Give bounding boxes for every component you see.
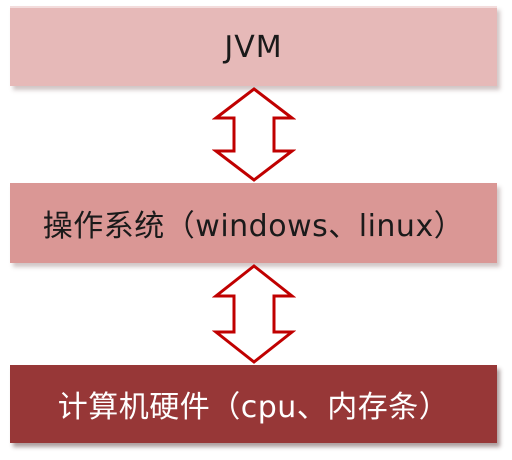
layer-jvm-label: JVM [224, 29, 283, 65]
double-arrow-icon [212, 263, 296, 365]
layer-operating-system-label: 操作系统（windows、linux） [42, 209, 465, 244]
double-arrow-icon [212, 86, 296, 183]
layer-hardware-label: 计算机硬件（cpu、内存条） [57, 390, 450, 425]
layer-operating-system: 操作系统（windows、linux） [10, 183, 497, 263]
layer-hardware: 计算机硬件（cpu、内存条） [10, 365, 497, 443]
layer-jvm: JVM [10, 6, 497, 86]
